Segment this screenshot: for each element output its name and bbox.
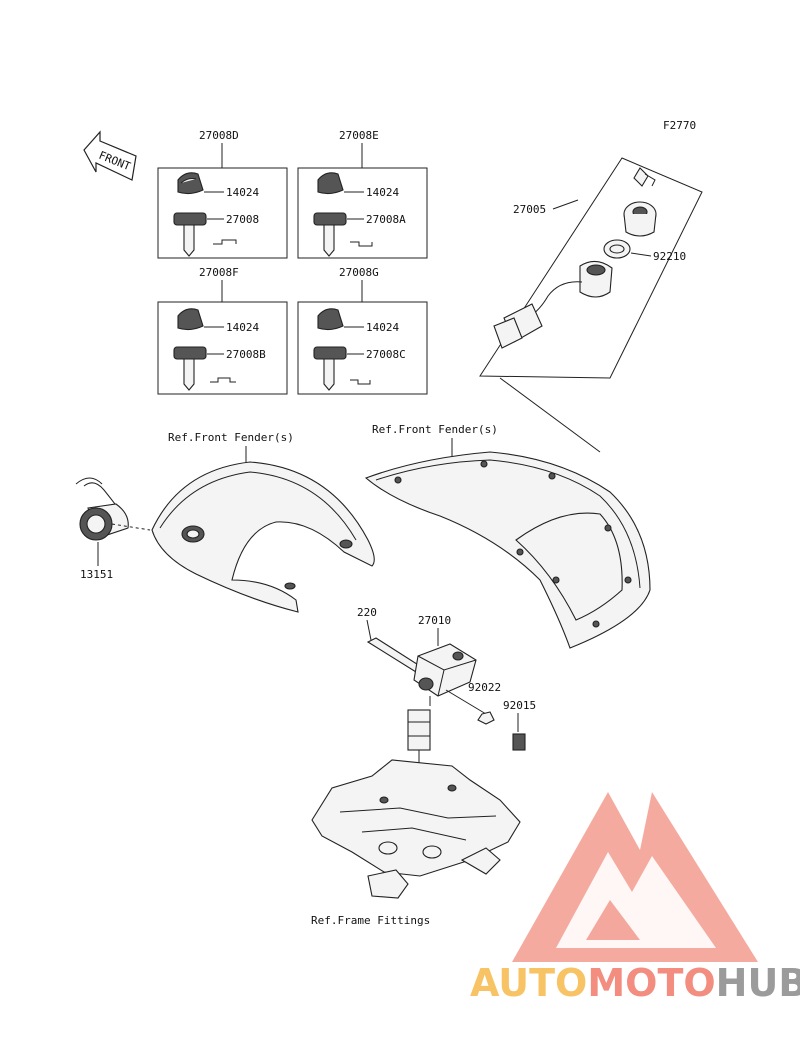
key-cut-profile — [213, 239, 237, 245]
front-arrow-icon: FRONT — [83, 130, 137, 181]
socket-number: 13151 — [80, 568, 113, 581]
key-set-27008f: 27008F 14024 27008B — [157, 266, 288, 395]
left-front-fender: Ref.Front Fender(s) — [151, 431, 375, 613]
nut-number: 92015 — [503, 699, 536, 712]
key-cover-icon — [317, 172, 344, 195]
key-head-icon — [173, 212, 207, 226]
frame-fittings: Ref.Frame Fittings — [311, 759, 521, 927]
left-fender-reference: Ref.Front Fender(s) — [168, 431, 294, 444]
clip-nut-icon — [512, 733, 526, 751]
key-cover-number: 14024 — [226, 186, 259, 199]
socket-part: 13151 — [75, 477, 151, 581]
key-head-icon — [313, 346, 347, 360]
key-cover-icon — [177, 172, 204, 195]
bolt-number: 220 — [357, 606, 377, 619]
key-number: 27008A — [366, 213, 406, 226]
key-cut-profile — [350, 241, 373, 247]
right-front-fender: Ref.Front Fender(s) — [364, 423, 651, 649]
watermark-moto: MOTO — [587, 961, 715, 1005]
key-blade-icon — [323, 224, 335, 257]
key-set-27008g: 27008G 14024 27008C — [297, 266, 428, 395]
key-cover-icon — [177, 308, 204, 331]
automotohub-watermark: AUTOMOTOHUB — [470, 792, 800, 1005]
frame-bracket-shape — [311, 759, 521, 877]
ignition-switch-number: 27005 — [513, 203, 546, 216]
watermark-logo-icon — [512, 792, 758, 962]
ignition-key-icon — [633, 167, 649, 187]
bolt-icon — [366, 637, 421, 673]
harness-connector-icon — [407, 709, 431, 751]
lower-unit-group: 220 27010 92022 92015 — [357, 606, 536, 786]
right-fender-reference: Ref.Front Fender(s) — [372, 423, 498, 436]
key-cover-number: 14024 — [366, 321, 399, 334]
left-fender-shape — [151, 461, 375, 613]
key-cover-number: 14024 — [226, 321, 259, 334]
ignition-leader-line — [499, 377, 601, 453]
key-number: 27008 — [226, 213, 259, 226]
key-blade-icon — [183, 224, 195, 257]
unit-number: 27010 — [418, 614, 451, 627]
key-set-number: 27008D — [199, 129, 239, 142]
frame-fittings-reference: Ref.Frame Fittings — [311, 914, 430, 927]
key-set-27008e: 27008E 14024 27008A — [297, 129, 428, 259]
key-set-number: 27008G — [339, 266, 379, 279]
key-head-icon — [173, 346, 207, 360]
nut-icon — [477, 711, 495, 725]
key-cover-icon — [317, 308, 344, 331]
ring-nut-number: 92210 — [653, 250, 686, 263]
figure-code: F2770 — [663, 119, 696, 132]
ignition-switch-group: 27005 92210 — [479, 157, 703, 379]
key-number: 27008C — [366, 348, 406, 361]
svg-text:AUTOMOTOHUB: AUTOMOTOHUB — [470, 961, 800, 1005]
key-cut-profile — [350, 379, 371, 385]
key-set-number: 27008F — [199, 266, 239, 279]
key-head-icon — [313, 212, 347, 226]
key-set-27008d: 27008D 14024 27008 — [157, 129, 288, 259]
watermark-hub: HUB — [716, 961, 800, 1005]
watermark-auto: AUTO — [470, 961, 587, 1005]
key-cut-profile — [210, 377, 236, 383]
key-cover-number: 14024 — [366, 186, 399, 199]
key-blade-icon — [323, 358, 335, 391]
key-number: 27008B — [226, 348, 266, 361]
washer-number: 92022 — [468, 681, 501, 694]
key-set-number: 27008E — [339, 129, 379, 142]
key-blade-icon — [183, 358, 195, 391]
